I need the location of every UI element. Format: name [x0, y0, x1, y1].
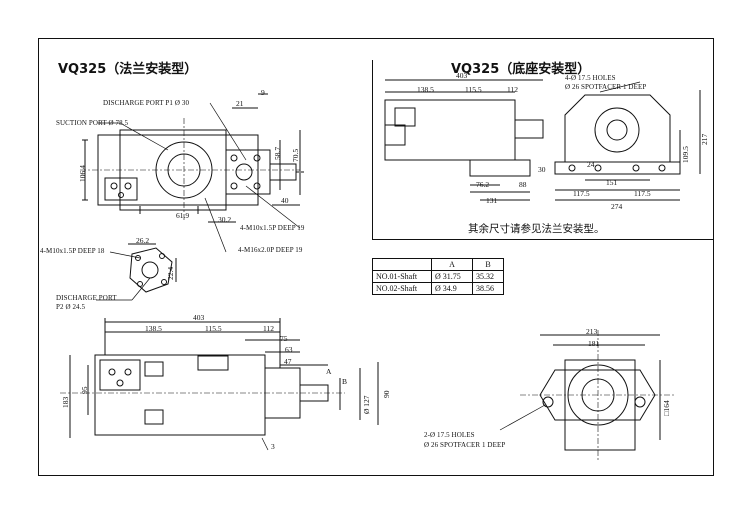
dim-47: 47 [284, 357, 292, 366]
table-header-cell: B [472, 258, 504, 271]
dim-88: 88 [519, 180, 527, 189]
dim-63: 63 [285, 345, 293, 354]
dim-181: 181 [588, 339, 600, 348]
dim-109-5: 109.5 [681, 146, 690, 163]
dim-217: 217 [700, 133, 709, 145]
dim-112: 112 [263, 324, 274, 333]
dim-115-5: 115.5 [205, 324, 222, 333]
dim-70-5: 70.5 [291, 148, 300, 162]
table-header-cell: A [431, 258, 473, 271]
label-m16-deep19: 4-M16x2.0P DEEP 19 [238, 246, 303, 254]
dim-95: 95 [80, 386, 89, 395]
dim-22-4: 22.4 [166, 266, 175, 280]
drawing-frame [38, 38, 714, 476]
dim-403: 403 [193, 313, 205, 322]
dim-138-5: 138.5 [145, 324, 162, 333]
note-refer-flange: 其余尺寸请参见法兰安装型。 [468, 223, 605, 235]
side-view [60, 318, 379, 451]
label-suction-port: SUCTION PORT Ø 78.5 [56, 119, 129, 127]
dim-117-5-left: 117.5 [573, 189, 590, 198]
shaft-table: A B NO.01-Shaft Ø 31.75 35.32 NO.02-Shaf… [372, 258, 504, 295]
front-view [499, 330, 675, 460]
table-cell: NO.02-Shaft [372, 282, 432, 295]
table-header-row: A B [372, 258, 504, 271]
dim-24: 24 [587, 160, 595, 169]
dim-9: 9 [261, 88, 265, 97]
dim-a: A [326, 367, 332, 376]
dim-138-5-top: 138.5 [417, 85, 434, 94]
label-holes-top: 4-Ø 17.5 HOLES [565, 74, 616, 82]
dim-21: 21 [236, 99, 244, 108]
dim-274: 274 [611, 202, 623, 211]
dim-75: 75 [280, 334, 288, 343]
title-flange-mount: VQ325（法兰安装型） [58, 62, 198, 77]
label-discharge-p2: DISCHARGE PORT [56, 294, 117, 302]
dim-76-2: 76.2 [476, 180, 490, 189]
label-spotface-top: Ø 26 SPOTFACER 1 DEEP [565, 83, 647, 91]
dim-b: B [342, 377, 348, 386]
label-holes-bottom: 2-Ø 17.5 HOLES [424, 431, 475, 439]
dim-115-5-top: 115.5 [465, 85, 482, 94]
table-header-cell [372, 258, 432, 271]
label-discharge-p2-size: P2 Ø 24.5 [56, 303, 86, 311]
table-row: NO.01-Shaft Ø 31.75 35.32 [372, 270, 504, 283]
dim-151: 151 [606, 178, 618, 187]
discharge-p2-flange [96, 243, 177, 301]
table-cell: 38.56 [472, 282, 504, 295]
dim-58-7: 58.7 [273, 146, 282, 160]
base-mount-inset [372, 60, 714, 240]
dim-183: 183 [61, 396, 70, 408]
dim-40: 40 [281, 196, 289, 205]
dim-213: 213 [586, 327, 598, 336]
dim-127: Ø 127 [362, 395, 371, 414]
dim-164: □164 [662, 400, 671, 416]
table-cell: Ø 31.75 [431, 270, 473, 283]
dim-90: 90 [382, 390, 391, 399]
dim-106-4: 106.4 [78, 165, 87, 182]
label-discharge-p1: DISCHARGE PORT P1 Ø 30 [103, 99, 190, 107]
label-m10-deep18: 4-M10x1.5P DEEP 18 [40, 247, 105, 255]
table-cell: Ø 34.9 [431, 282, 473, 295]
label-m10-deep19: 4-M10x1.5P DEEP 19 [240, 224, 305, 232]
table-cell: 35.32 [472, 270, 504, 283]
dim-30-2: 30.2 [218, 215, 232, 224]
dim-30-inset: 30 [538, 165, 546, 174]
dim-26-2: 26.2 [136, 236, 150, 245]
title-base-mount: VQ325（底座安装型） [451, 62, 591, 77]
dim-117-5-right: 117.5 [634, 189, 651, 198]
dim-112-top: 112 [507, 85, 518, 94]
flange-top-view [80, 93, 305, 253]
label-spotface-bottom: Ø 26 SPOTFACER 1 DEEP [424, 441, 506, 449]
dim-131: 131 [486, 196, 498, 205]
dim-403-top: 403 [456, 71, 468, 80]
table-row: NO.02-Shaft Ø 34.9 38.56 [372, 282, 504, 295]
base-front-view [554, 81, 701, 201]
dim-61-9: 61.9 [176, 211, 190, 220]
table-cell: NO.01-Shaft [372, 270, 432, 283]
base-side-view [384, 79, 544, 201]
dim-3: 3 [271, 442, 275, 451]
